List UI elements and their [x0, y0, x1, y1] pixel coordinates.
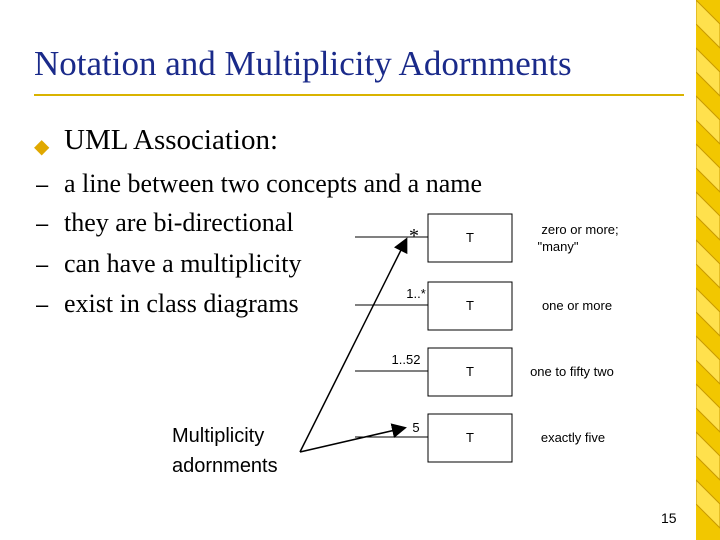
multiplicity-description: "many"	[537, 239, 578, 254]
dash-bullet-icon: –	[36, 292, 49, 317]
class-name: T	[466, 230, 474, 245]
note-line: adornments	[172, 455, 278, 477]
page-number: 15	[661, 510, 677, 526]
class-box	[427, 281, 513, 331]
class-name: T	[466, 298, 474, 313]
dash-bullet-icon: –	[36, 172, 49, 197]
class-box	[427, 413, 513, 463]
note-line: Multiplicity	[172, 425, 265, 447]
multiplicity-label: 1..*	[406, 286, 426, 301]
multiplicity-diagram: * T zero or more; "many" 1..* T one or m…	[299, 213, 619, 463]
class-name: T	[466, 430, 474, 445]
class-box	[427, 347, 513, 397]
multiplicity-adornments-note: Multiplicity adornments	[172, 421, 278, 481]
sub-bullet: exist in class diagrams	[64, 289, 299, 318]
sub-bullet: can have a multiplicity	[64, 249, 302, 278]
multiplicity-description: one or more	[542, 298, 612, 313]
dash-bullet-icon: –	[36, 211, 49, 236]
multiplicity-description: exactly five	[541, 430, 605, 445]
slide-title: Notation and Multiplicity Adornments	[34, 44, 572, 83]
diamond-bullet-icon: ◆	[34, 134, 50, 158]
sub-bullet: a line between two concepts and a name	[64, 169, 482, 198]
pointer-arrow	[299, 237, 408, 453]
class-name: T	[466, 364, 474, 379]
multiplicity-label: *	[409, 225, 419, 247]
dash-bullet-icon: –	[36, 252, 49, 277]
title-underline	[34, 94, 684, 96]
decorative-edge-pattern	[696, 0, 720, 540]
multiplicity-description: one to fifty two	[530, 364, 614, 379]
class-box	[427, 213, 513, 263]
pointer-arrow	[299, 423, 407, 453]
sub-bullet: they are bi-directional	[64, 208, 294, 237]
multiplicity-description: zero or more;	[541, 222, 618, 237]
main-bullet: UML Association:	[64, 124, 279, 156]
multiplicity-label: 5	[412, 420, 419, 435]
multiplicity-label: 1..52	[392, 352, 421, 367]
